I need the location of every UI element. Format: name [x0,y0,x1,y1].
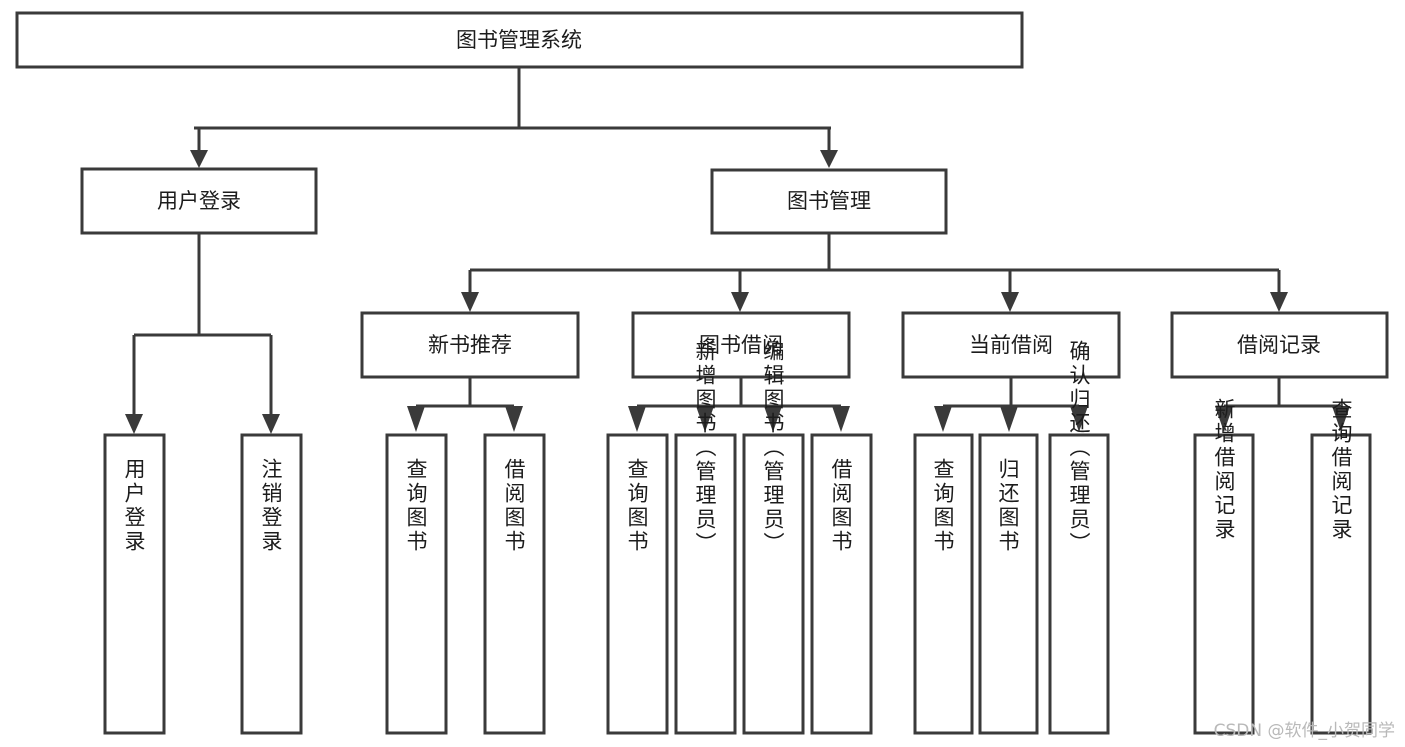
leaf-user-login-label: 用户登录 [122,458,146,554]
leaf-edit-book[interactable]: 编辑图书（管理员） [742,340,805,735]
leaf-query-book-1-box[interactable] [385,433,448,735]
leaf-borrow-book-2[interactable]: 借阅图书 [810,433,873,735]
arrow-head-leaf-query-book-2 [628,406,646,432]
leaf-borrow-book-1-box[interactable] [483,433,546,735]
arrow-head-leaf-user-login [125,414,143,434]
leaf-query-book-3[interactable]: 查询图书 [913,433,974,735]
arrow-head-borrow-record [1270,292,1288,312]
arrow-head-leaf-borrow-book-1 [505,406,523,432]
leaf-add-book[interactable]: 新增图书（管理员） [674,340,737,735]
leaf-query-book-2-box[interactable] [606,433,669,735]
leaf-logout-box[interactable] [240,433,303,735]
leaf-query-book-1[interactable]: 查询图书 [385,433,448,735]
leaf-query-record-box[interactable] [1310,433,1372,735]
arrow-head-leaf-add-record [1215,406,1233,432]
arrow-head-current-borrow [1001,292,1019,312]
node-user-login[interactable]: 用户登录 [80,167,318,235]
connector-layer [125,67,1350,434]
node-book-borrow-label: 图书借阅 [699,333,783,357]
node-borrow-record-label: 借阅记录 [1237,333,1321,357]
leaf-query-book-2-label: 查询图书 [625,458,649,554]
node-new-book-recommend-box[interactable] [360,311,580,379]
node-current-borrow[interactable]: 当前借阅 [901,311,1121,379]
arrow-head-leaf-query-book-3 [934,406,952,432]
arrow-head-leaf-query-book-1 [407,406,425,432]
leaf-add-record-box[interactable] [1193,433,1255,735]
arrow-head-user-login [190,150,208,168]
node-book-borrow[interactable]: 图书借阅 [631,311,851,379]
node-root[interactable]: 图书管理系统 [15,11,1024,69]
leaf-return-book-box[interactable] [978,433,1039,735]
leaf-logout[interactable]: 注销登录 [240,433,303,735]
leaf-edit-book-label: 编辑图书（管理员） [761,340,785,556]
leaf-query-book-3-label: 查询图书 [931,458,955,554]
leaf-return-book-label: 归还图书 [996,458,1020,554]
arrow-head-book-borrow [731,292,749,312]
leaf-return-book[interactable]: 归还图书 [978,433,1039,735]
leaf-borrow-book-2-box[interactable] [810,433,873,735]
arrow-head-book-manage [820,150,838,168]
leaf-add-book-label: 新增图书（管理员） [693,340,717,556]
leaf-borrow-book-1-label: 借阅图书 [502,458,526,554]
leaf-add-book-box[interactable] [674,433,737,735]
leaf-user-login[interactable]: 用户登录 [103,433,166,735]
leaf-query-book-1-label: 查询图书 [404,458,428,554]
node-borrow-record[interactable]: 借阅记录 [1170,311,1389,379]
arrow-head-leaf-query-record [1332,406,1350,432]
leaf-add-record-label: 新增借阅记录 [1212,398,1236,542]
node-book-manage[interactable]: 图书管理 [710,168,948,235]
node-user-login-label: 用户登录 [157,189,241,213]
node-new-book-recommend[interactable]: 新书推荐 [360,311,580,379]
node-book-borrow-box[interactable] [631,311,851,379]
arrow-head-leaf-add-book [696,406,714,432]
leaf-confirm-return-box[interactable] [1048,433,1110,735]
node-current-borrow-label: 当前借阅 [969,333,1053,357]
node-user-login-box[interactable] [80,167,318,235]
leaf-user-login-box[interactable] [103,433,166,735]
leaf-borrow-book-2-label: 借阅图书 [829,458,853,554]
leaf-borrow-book-1[interactable]: 借阅图书 [483,433,546,735]
leaf-query-book-3-box[interactable] [913,433,974,735]
arrow-head-leaf-logout [262,414,280,434]
arrow-head-leaf-confirm-return [1070,406,1088,432]
arrow-head-new-book-recommend [461,292,479,312]
leaf-logout-label: 注销登录 [259,458,283,554]
node-current-borrow-box[interactable] [901,311,1121,379]
arrow-head-leaf-return-book [1000,406,1018,432]
leaf-query-record-label: 查询借阅记录 [1329,398,1353,542]
leaf-add-record[interactable]: 新增借阅记录 [1193,398,1255,735]
leaf-query-book-2[interactable]: 查询图书 [606,433,669,735]
node-new-book-recommend-label: 新书推荐 [428,333,512,357]
leaf-edit-book-box[interactable] [742,433,805,735]
leaf-query-record[interactable]: 查询借阅记录 [1310,398,1372,735]
node-book-manage-box[interactable] [710,168,948,235]
node-borrow-record-box[interactable] [1170,311,1389,379]
node-book-manage-label: 图书管理 [787,189,871,213]
node-root-box[interactable] [15,11,1024,69]
node-root-label: 图书管理系统 [456,28,582,52]
leaf-confirm-return[interactable]: 确认归还（管理员） [1048,340,1110,735]
leaf-confirm-return-label: 确认归还（管理员） [1067,340,1091,556]
arrow-head-leaf-edit-book [764,406,782,432]
arrow-head-leaf-borrow-book-2 [832,406,850,432]
